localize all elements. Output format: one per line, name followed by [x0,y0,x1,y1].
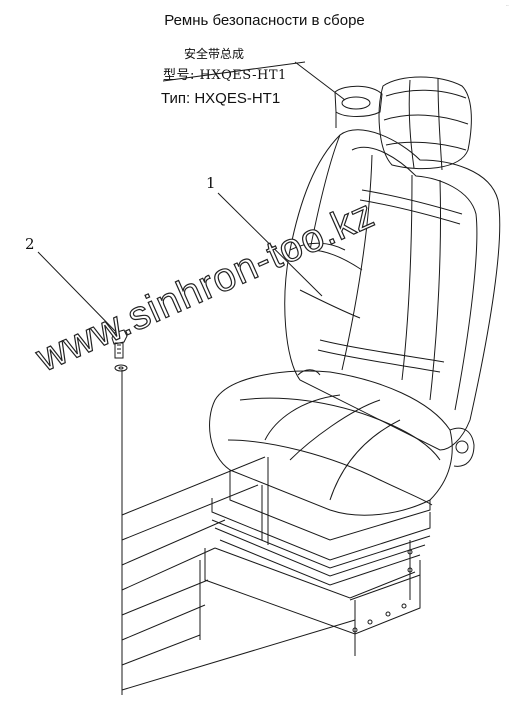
belt-shoulder-anchor [334,85,383,128]
leader-lines [121,370,356,695]
type-label: Тип: HXQES-HT1 [161,90,281,107]
callout-1-leader [217,192,323,297]
bolt-part [37,251,128,372]
backrest [284,129,501,451]
seat-cushion [209,370,453,541]
page-title: Ремнь безопасности в сборе [164,12,365,29]
headrest [378,76,472,171]
corner-mark: -- [506,2,509,7]
assembly-name-cn: 安全带总成 [184,47,245,61]
seat-suspension-base [199,498,431,656]
callout-1: 1 [206,174,216,192]
callout-2: 2 [25,235,35,253]
model-label: 型号: HXQES-HT1 [163,68,287,83]
recliner-mechanism [297,369,475,467]
model-leader [162,61,346,101]
